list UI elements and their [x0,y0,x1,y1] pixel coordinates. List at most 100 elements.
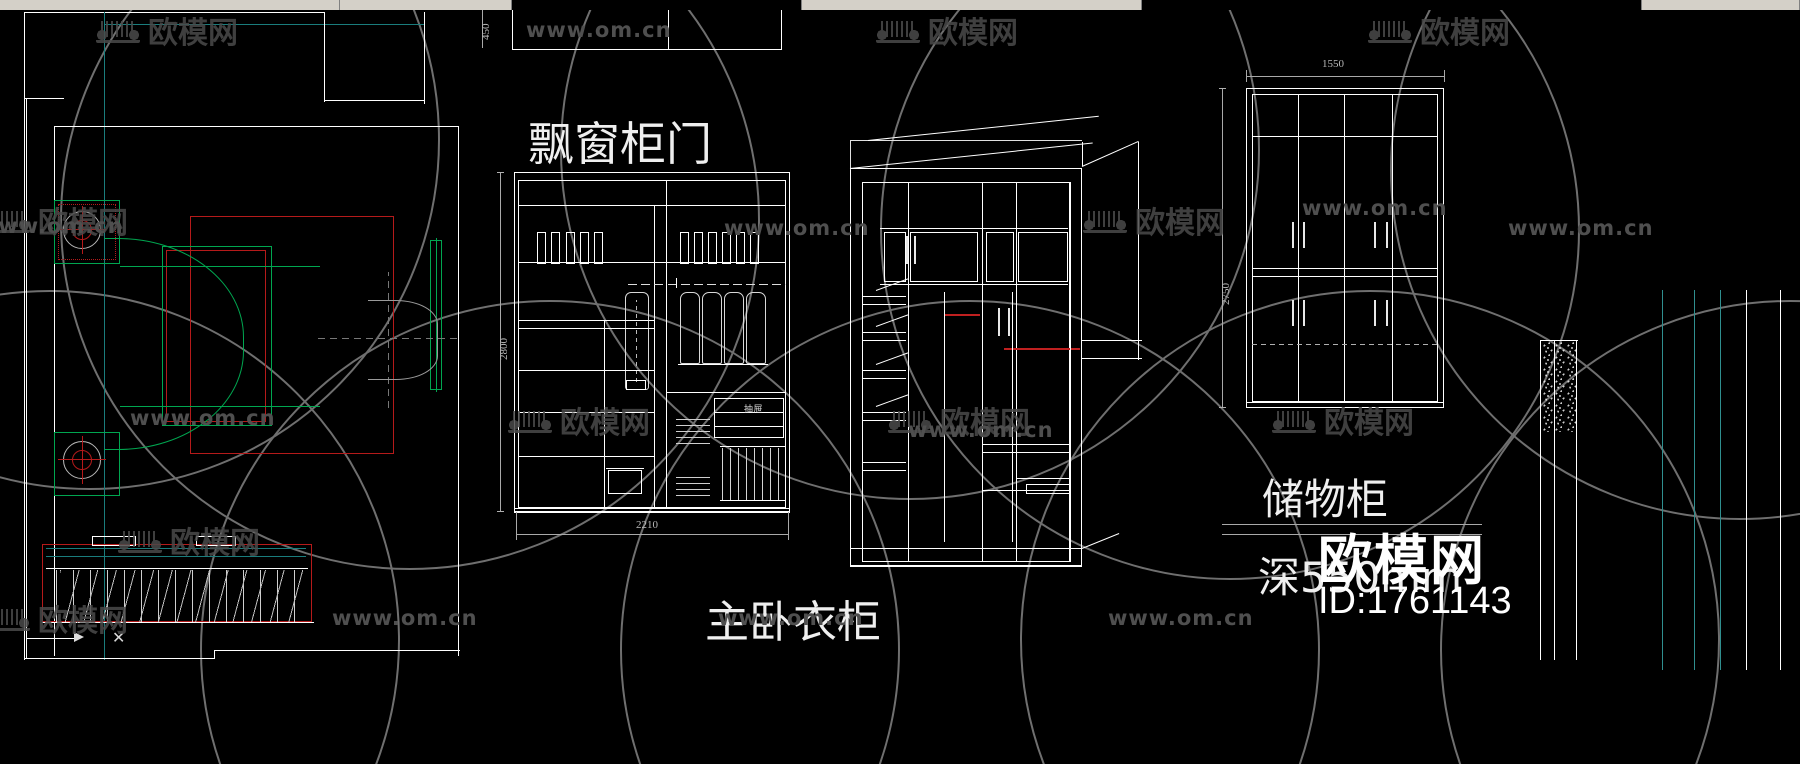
shelf-stack [676,474,710,496]
wardrobe-3d-back-guide [1012,292,1013,542]
sofa-icon [508,407,552,433]
plan-axis-arrow-icon [74,632,84,642]
dim-arrow-icon [497,511,504,512]
wardrobe-base [514,508,790,509]
plan-wall [104,24,424,25]
sofa-icon [0,605,30,631]
hanging-garment-shirt [724,292,744,364]
wardrobe-3d-upper-door [1018,232,1068,282]
accent-strip [1004,348,1080,350]
drawer-3d [1026,484,1070,494]
plan-fin-rail [46,548,306,549]
storage-basket-lid [606,468,644,469]
folded-item [594,232,603,264]
door-handle [1386,300,1388,326]
shelf-3d [862,420,906,421]
watermark-logo-text: 欧模网 [148,16,238,51]
wardrobe-3d-divider [1016,182,1017,562]
title-underline [1222,534,1482,535]
dim-ext-line [500,172,501,512]
wardrobe-3d-plinth [850,548,1082,549]
wardrobe-3d-back-guide [1070,182,1071,562]
plan-base-line [214,650,460,651]
dim-arrow-icon [1219,407,1226,408]
folded-item [694,232,703,264]
watermark-logo: 欧模网 [0,198,128,242]
wardrobe-3d-depth-edge [1082,358,1142,359]
sofa-icon [1272,407,1316,433]
wardrobe-shelf [518,262,786,263]
hanging-garment-coat [625,292,649,390]
door-handle [1374,300,1376,326]
plan-room-boundary [54,126,55,656]
sofa-icon [1368,17,1412,43]
watermark-logo: 欧模网 [508,398,650,442]
wardrobe-3d-plinth [850,566,1082,567]
edge-frame-line [1694,290,1695,670]
shelf-3d [862,304,906,305]
wardrobe-outer-box [514,172,790,512]
plan-axis-line [26,638,74,639]
plan-room-boundary [458,126,459,656]
wardrobe-vertical-divider [666,180,667,508]
shelf-3d [862,296,906,297]
storage-cabinet-door-divider [1344,94,1345,402]
titlebar-segment [1142,0,1642,10]
shirt-hem-line [678,364,768,365]
hanger-hook [676,278,677,288]
dim-line [516,534,788,535]
plan-wardrobe-edge [436,238,437,392]
drawer-divider [714,412,784,413]
door-handle [1292,222,1294,248]
plan-nightstand [54,432,120,496]
shelf-stack [676,418,710,444]
door-handle [1303,300,1305,326]
title-storage-cabinet: 储物柜 [1262,475,1389,524]
edge-frame-line [1720,290,1721,670]
garment-fold [636,300,637,382]
dim-2210-label: 2210 [636,519,658,531]
plan-nightstand [54,200,120,264]
storage-basket [608,470,642,494]
trouser-rack-rail [720,500,786,501]
watermark-logo: 欧模网 [96,8,238,52]
hanging-rail [628,284,666,285]
dim-450-label: 450 [480,23,492,41]
drawer-divider [714,426,784,427]
wardrobe-3d-back-guide [944,292,945,542]
storage-cabinet-shelf [1252,136,1438,137]
door-handle [1292,300,1294,326]
watermark-logo-text: 欧模网 [1135,206,1225,241]
wardrobe-3d-inner [862,182,1070,562]
sofa-icon [1083,207,1127,233]
storage-cabinet-shelf [1252,268,1438,269]
watermark-logo-text: 欧模网 [1324,406,1414,441]
plan-room-boundary [54,126,458,127]
plan-door-swing [368,300,438,340]
storage-cabinet-dashed-shelf [1252,344,1438,345]
title-storage-cabinet-depth: 深550mm [1258,553,1462,602]
hanging-garment-shirt [702,292,722,364]
watermark-url: www.om.cn [1508,216,1654,240]
plan-detail-box [196,536,236,546]
watermark-id: ID:1761143 [1318,580,1512,622]
door-handle [914,236,916,264]
edge-frame-line [1780,290,1781,670]
storage-cabinet-door-divider [1298,94,1299,402]
titlebar-segment [0,0,340,10]
plan-fin-rail [46,568,308,569]
dim-arrow-icon [1219,88,1226,89]
hanging-garment-shirt [746,292,766,364]
top-detail-divider [668,0,669,50]
storage-cabinet-door-divider [1392,94,1393,402]
sofa-icon [888,407,932,433]
watermark-logo-text: 欧模网 [1420,16,1510,51]
plan-base-line [24,658,214,659]
watermark-url: www.om.cn [0,214,124,238]
watermark-url: www.om.cn [526,18,672,42]
wardrobe-3d-divider [982,182,983,562]
titlebar-segment [802,0,1142,10]
storage-cabinet-shelf [1252,276,1438,277]
watermark-logo: 欧模网 [1272,398,1414,442]
plan-wall [324,12,325,102]
